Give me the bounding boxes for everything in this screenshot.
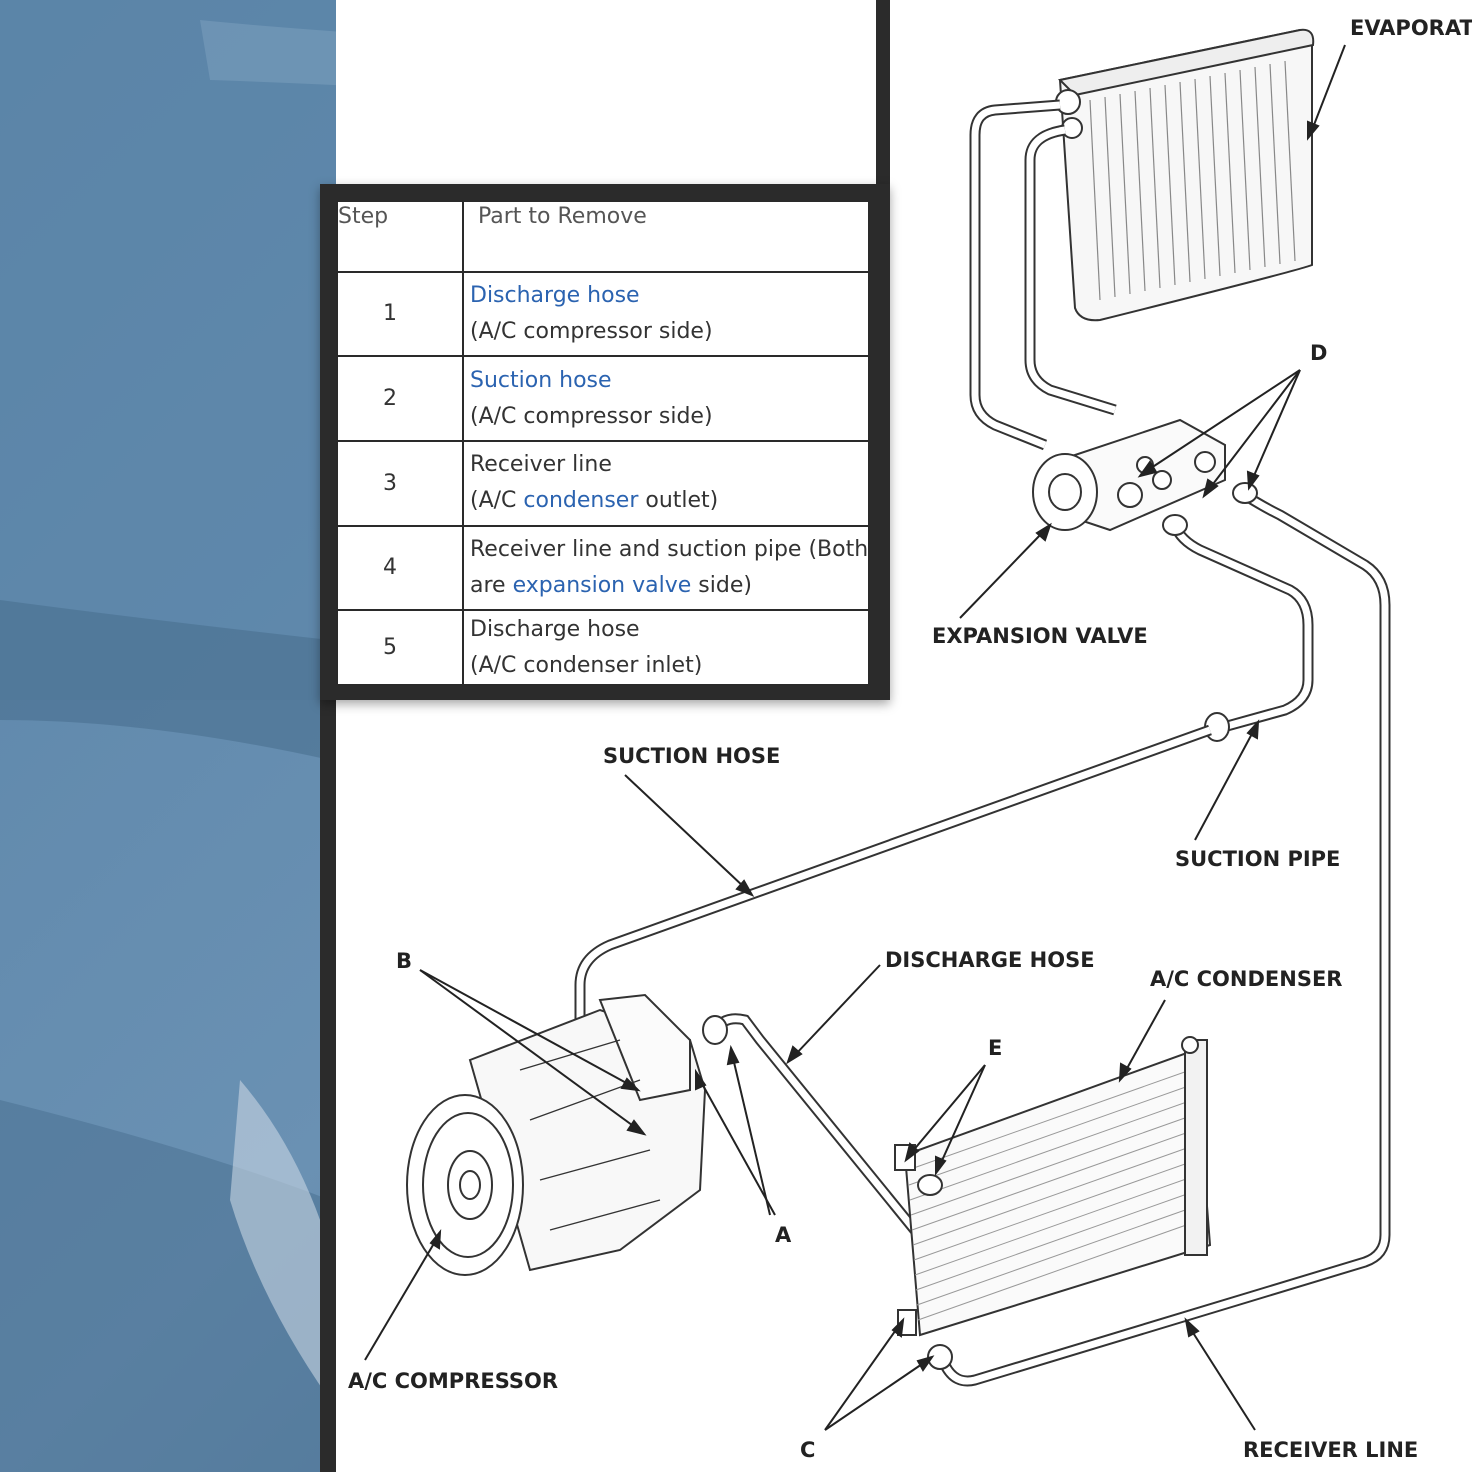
part-name: Receiver line [470,452,612,478]
header-part: Part to Remove [462,200,870,273]
condenser-link[interactable]: condenser [523,488,639,514]
header-step: Step [336,200,464,273]
part-detail: are expansion valve side) [470,572,752,598]
part-detail: (A/C condenser outlet) [470,488,719,514]
part-cell: Receiver line and suction pipe (Both are… [462,524,870,612]
label-discharge-hose: DISCHARGE HOSE [885,948,1095,972]
ac-condenser [894,1036,1212,1337]
part-cell: Discharge hose (A/C compressor side) [462,270,870,358]
panel-border-top [876,0,890,200]
letter-c: C [800,1438,815,1462]
table-row: 5 Discharge hose (A/C condenser inlet) [336,609,870,686]
label-receiver-line: RECEIVER LINE [1243,1438,1418,1462]
step-number: 3 [336,439,464,527]
step-number: 2 [336,355,464,442]
label-ac-compressor: A/C COMPRESSOR [348,1369,558,1393]
panel-border-left [320,684,336,1472]
expansion-valve [1032,418,1226,532]
step-number: 4 [336,524,464,612]
part-cell: Receiver line (A/C condenser outlet) [462,439,870,527]
part-name: Discharge hose [470,616,640,642]
letter-e: E [988,1036,1002,1060]
evaporator [1055,28,1315,322]
letter-a: A [775,1223,792,1247]
part-cell: Suction hose (A/C compressor side) [462,355,870,442]
table-header-row: Step Part to Remove [336,200,870,273]
step-number: 5 [336,609,464,686]
ac-compressor [406,993,707,1276]
table-row: 2 Suction hose (A/C compressor side) [336,355,870,442]
part-detail: (A/C condenser inlet) [470,652,703,678]
part-detail: (A/C compressor side) [470,403,713,429]
step-number: 1 [336,270,464,358]
label-ac-condenser: A/C CONDENSER [1150,967,1342,991]
label-evaporator: EVAPORAT [1350,16,1472,40]
part-name: Receiver line and suction pipe (Both [470,536,869,562]
expansion-valve-link[interactable]: expansion valve [512,572,692,598]
table-row: 3 Receiver line (A/C condenser outlet) [336,439,870,527]
label-expansion-valve: EXPANSION VALVE [932,624,1148,648]
label-suction-pipe: SUCTION PIPE [1175,847,1340,871]
table-row: 1 Discharge hose (A/C compressor side) [336,270,870,358]
table-row: 4 Receiver line and suction pipe (Both a… [336,524,870,612]
part-detail: (A/C compressor side) [470,318,713,344]
label-suction-hose: SUCTION HOSE [603,744,780,768]
letter-b: B [396,949,412,973]
letter-d: D [1310,341,1327,365]
suction-hose-link[interactable]: Suction hose [470,367,612,393]
part-cell: Discharge hose (A/C condenser inlet) [462,609,870,686]
discharge-hose-link[interactable]: Discharge hose [470,282,640,308]
steps-table: Step Part to Remove 1 Discharge hose (A/… [336,200,870,686]
